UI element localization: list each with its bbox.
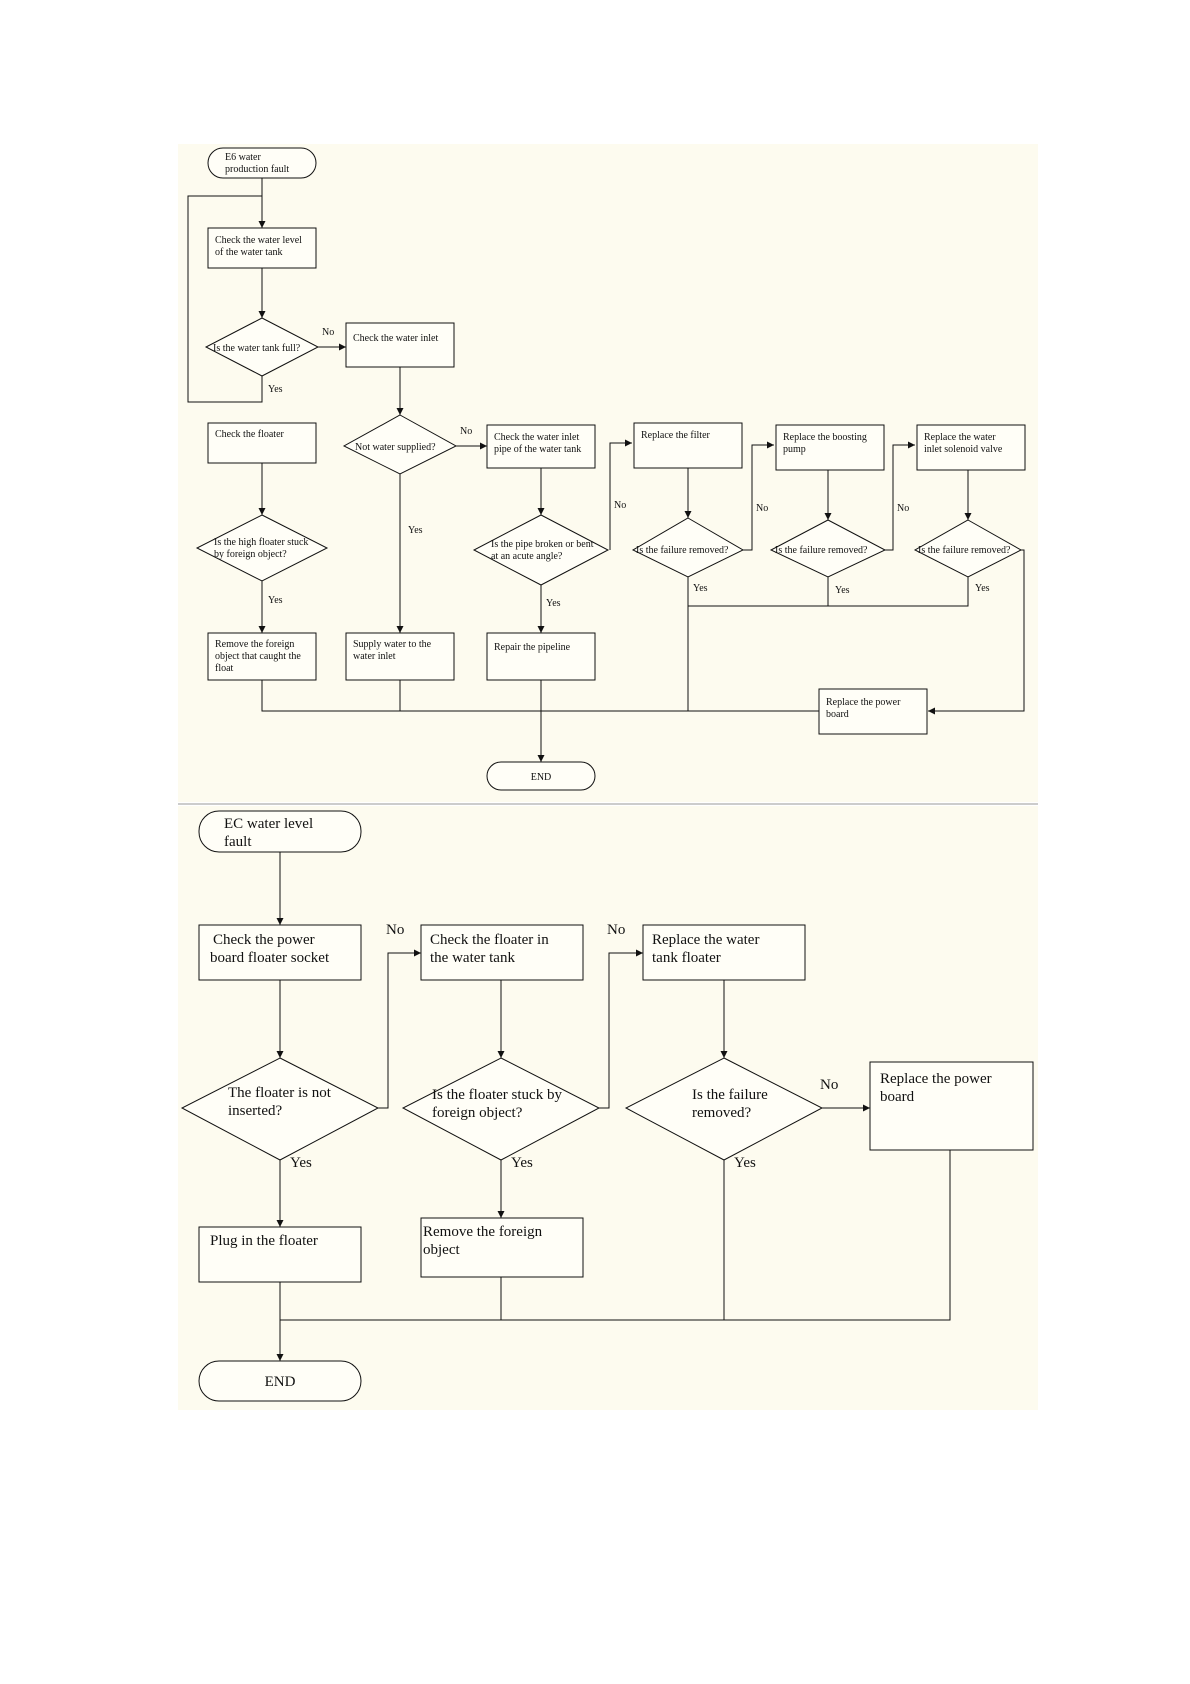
e6-yes-label-stuck: Yes <box>268 595 283 606</box>
ec-floater-stuck-decision <box>401 1057 601 1161</box>
ec-check-socket-node <box>198 924 362 981</box>
e6-failure3-decision <box>913 519 1023 578</box>
ec-replace-floater-node <box>642 924 806 981</box>
e6-replace-filter-node <box>633 422 743 469</box>
e6-failure1-decision <box>631 517 745 578</box>
e6-repair-pipe-node <box>486 632 596 681</box>
ec-no-label-inserted: No <box>386 922 404 938</box>
e6-yes-label-failure1: Yes <box>693 583 708 594</box>
ec-start-node <box>198 810 362 853</box>
ec-no-label-stuck: No <box>607 922 625 938</box>
e6-yes-label-tank-full: Yes <box>268 384 283 395</box>
e6-replace-filter-label: Replace the filter <box>641 430 711 441</box>
e6-tank-full-decision <box>204 317 320 377</box>
edge-broken-no <box>609 439 632 550</box>
e6-edges <box>187 178 1025 762</box>
edge-bottom-bus <box>261 680 819 712</box>
ec-yes-label-stuck: Yes <box>511 1155 533 1171</box>
ec-end-node <box>198 1360 362 1402</box>
e6-check-pipe-node <box>486 424 596 469</box>
ec-plug-in-label: Plug in the floater <box>210 1233 318 1249</box>
e6-check-floater-label: Check the floater <box>215 429 285 440</box>
ec-yes-label-inserted: Yes <box>290 1155 312 1171</box>
e6-no-label-failure2: No <box>897 503 909 514</box>
e6-end-label: END <box>531 772 552 783</box>
e6-not-supplied-label: Not water supplied? <box>355 442 436 453</box>
edge-ec-stuck-no <box>599 949 643 1109</box>
e6-failure1-label: Is the failure removed? <box>636 545 729 556</box>
e6-yes-label-failure3: Yes <box>975 583 990 594</box>
e6-no-label-tank-full: No <box>322 327 334 338</box>
e6-check-level-node <box>207 227 317 269</box>
edge-failure1-no <box>743 441 774 551</box>
edge-ec-board-to-bus <box>280 1150 951 1321</box>
e6-tank-full-label: Is the water tank full? <box>213 343 301 354</box>
e6-yes-label-failure2: Yes <box>835 585 850 596</box>
e6-yes-label-broken: Yes <box>546 598 561 609</box>
e6-no-label-supplied: No <box>460 426 472 437</box>
edge-failure2-no <box>885 441 915 551</box>
e6-end-node <box>486 761 596 791</box>
ec-remove-object-node <box>420 1217 584 1278</box>
e6-yes-label-supplied: Yes <box>408 525 423 536</box>
ec-no-label-failure: No <box>820 1077 838 1093</box>
e6-no-label-broken: No <box>614 500 626 511</box>
e6-failure2-decision <box>769 519 887 578</box>
e6-check-inlet-label: Check the water inlet <box>353 333 438 344</box>
ec-end-label: END <box>265 1374 296 1390</box>
e6-check-inlet-node <box>345 322 455 368</box>
e6-no-label-failure1: No <box>756 503 768 514</box>
e6-floater-stuck-decision <box>195 514 329 582</box>
e6-replace-valve-node <box>916 424 1026 471</box>
e6-replace-pump-node <box>775 424 885 471</box>
e6-start-node <box>207 147 317 179</box>
e6-failure2-label: Is the failure removed? <box>775 545 868 556</box>
e6-remove-object-node <box>207 632 317 681</box>
ec-check-floater-node <box>420 924 584 981</box>
edge-failures-yes-merge <box>688 577 969 607</box>
e6-failure3-label: Is the failure removed? <box>918 545 1011 556</box>
edge-ec-inserted-no <box>378 949 421 1109</box>
edge-tank-full-yes-loop <box>187 195 263 403</box>
e6-pipe-broken-decision <box>472 514 610 586</box>
edge-failure3-no <box>928 549 1025 715</box>
e6-check-floater-node <box>207 422 317 464</box>
ec-plug-in-node <box>198 1226 362 1283</box>
ec-replace-board-node <box>869 1061 1034 1151</box>
ec-not-inserted-decision <box>180 1057 380 1161</box>
e6-repair-pipe-label: Repair the pipeline <box>494 642 571 653</box>
ec-edges <box>276 852 951 1361</box>
e6-supply-water-node <box>345 632 455 681</box>
ec-failure-decision <box>624 1057 824 1161</box>
e6-not-supplied-decision <box>342 414 458 475</box>
ec-yes-label-failure: Yes <box>734 1155 756 1171</box>
e6-replace-board-node <box>818 688 928 735</box>
